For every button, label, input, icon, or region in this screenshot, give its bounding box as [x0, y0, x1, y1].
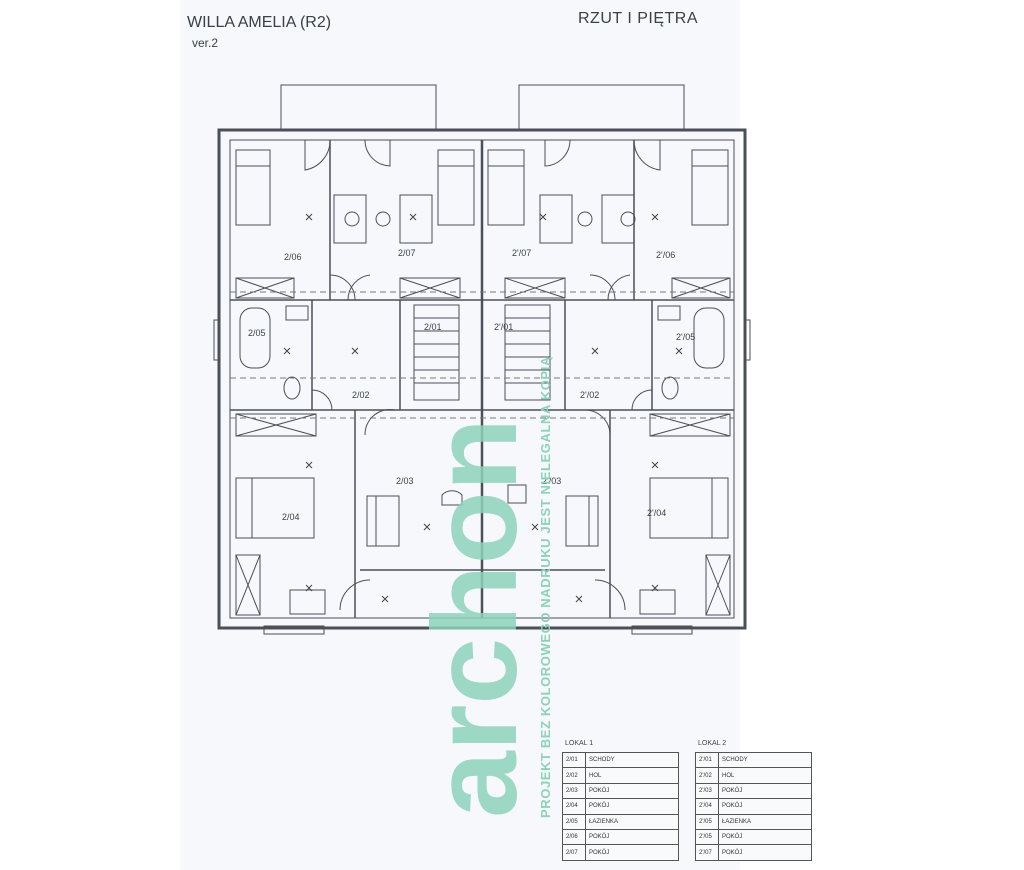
room-label-2b-01: 2'/01	[494, 322, 513, 332]
legend-name: SCHODY	[585, 751, 679, 769]
legend-name: POKÓJ	[718, 828, 812, 846]
room-label-2-03: 2/03	[396, 476, 414, 486]
legend-code: 2'/03	[695, 782, 719, 800]
legend-2-title: LOKAL 2	[698, 740, 727, 747]
legend-code: 2/05	[562, 813, 586, 830]
legend-name: HOL	[718, 767, 812, 784]
legend-name: SCHODY	[718, 751, 812, 769]
legend-code: 2'/01	[695, 751, 719, 769]
legend-code: 2/01	[562, 751, 586, 769]
room-label-2-01: 2/01	[424, 322, 442, 332]
watermark-tagline: PROJEKT BEZ KOLOROWEGO NADRUKU JEST NIEL…	[538, 356, 553, 818]
version-label: ver.2	[192, 36, 219, 50]
legend-code: 2/07	[562, 844, 586, 861]
room-label-2b-06: 2'/06	[656, 250, 675, 260]
project-title: WILLA AMELIA (R2)	[187, 14, 332, 31]
balcony-left	[280, 84, 437, 131]
legend-name: POKÓJ	[718, 798, 812, 815]
legend-code: 2/02	[562, 767, 586, 784]
room-label-2b-02: 2'/02	[580, 390, 599, 400]
legend-name: HOL	[585, 767, 679, 784]
room-label-2-02: 2/02	[352, 390, 370, 400]
legend-name: ŁAZIENKA	[585, 813, 679, 830]
balcony-right	[518, 84, 685, 131]
legend-name: POKÓJ	[585, 782, 679, 800]
legend-name: POKÓJ	[585, 844, 679, 861]
legend-code: 2/03	[562, 782, 586, 800]
room-label-2-04: 2/04	[282, 512, 300, 522]
legend-code: 2/06	[562, 828, 586, 846]
room-label-2b-05: 2'/05	[676, 332, 695, 342]
legend-code: 2'/05	[695, 813, 719, 830]
paper-sheet	[180, 0, 740, 870]
outer-wall	[217, 128, 747, 630]
legend-code: 2'/02	[695, 767, 719, 784]
room-label-2-05: 2/05	[248, 328, 266, 338]
legend-name: POKÓJ	[718, 782, 812, 800]
legend-code: 2'/04	[695, 798, 719, 815]
legend-name: ŁAZIENKA	[718, 813, 812, 830]
legend-name: POKÓJ	[585, 828, 679, 846]
room-label-2b-07: 2'/07	[512, 248, 531, 258]
legend-name: POKÓJ	[718, 844, 812, 861]
legend-name: POKÓJ	[585, 798, 679, 815]
room-label-2b-04: 2'/04	[647, 508, 666, 518]
legend-code: 2'/07	[695, 844, 719, 861]
legend-code: 2'/05	[695, 828, 719, 846]
room-label-2b-03: 2'/03	[542, 476, 561, 486]
legend-1-title: LOKAL 1	[565, 740, 594, 747]
floor-plan-title: RZUT I PIĘTRA	[578, 10, 698, 27]
room-label-2-07: 2/07	[398, 248, 416, 258]
room-label-2-06: 2/06	[284, 252, 302, 262]
legend-code: 2/04	[562, 798, 586, 815]
